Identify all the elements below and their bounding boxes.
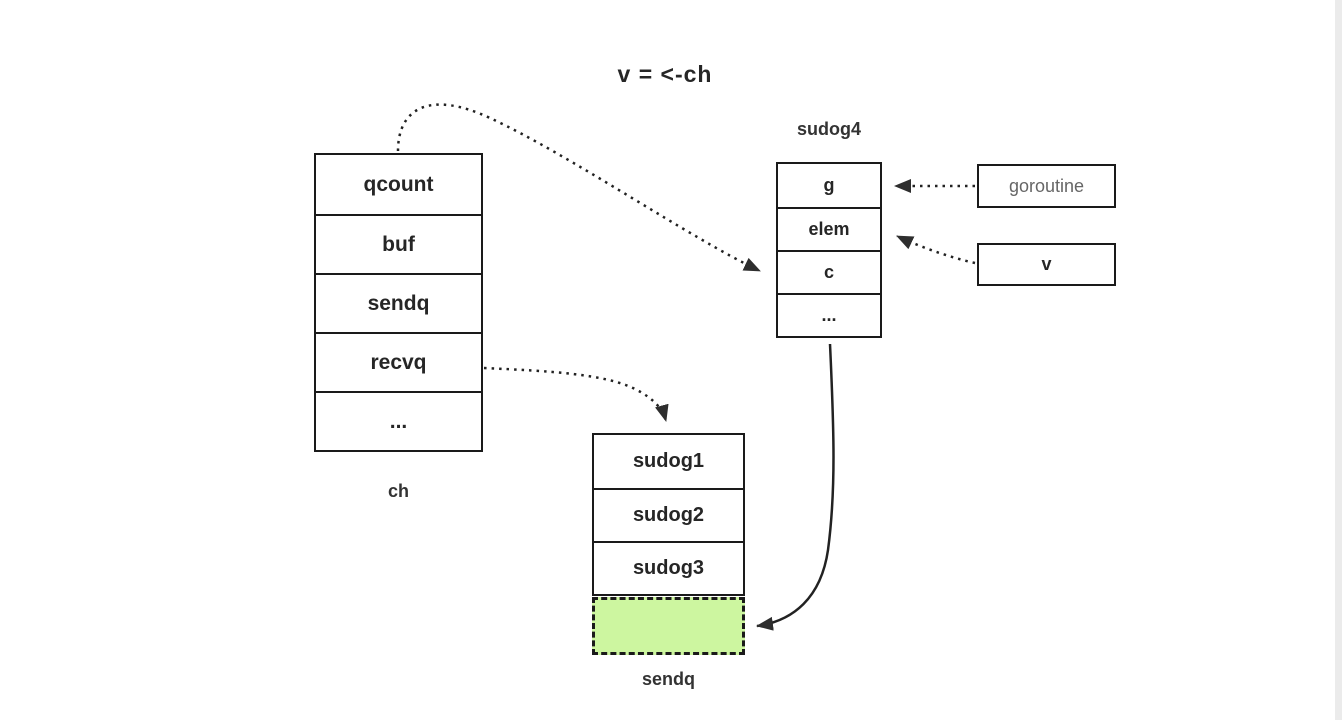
sendq-cell-sudog3: sudog3 [594, 541, 743, 594]
diagram-title: v = <-ch [617, 61, 713, 87]
ch-cell-sendq: sendq [316, 273, 481, 332]
arrow-ch-to-sudog4-c [396, 103, 761, 273]
ch-label: ch [387, 481, 409, 501]
v-box: v [977, 243, 1116, 286]
ch-cell-recvq: recvq [316, 332, 481, 391]
ch-cell-buf: buf [316, 214, 481, 273]
sudog4-label: sudog4 [796, 119, 861, 139]
sendq-highlight-slot [592, 597, 745, 655]
scrollbar-track[interactable] [1335, 0, 1342, 720]
sendq-label: sendq [641, 669, 695, 689]
ch-cell-qcount: qcount [363, 172, 434, 196]
sudog4-cell-ellipsis: ... [778, 293, 880, 336]
sendq-cell-sudog1: sudog1 [632, 450, 705, 472]
sudog4-cell-c: c [778, 250, 880, 293]
ch-struct: qcount buf sendq recvq ... [314, 153, 483, 452]
sendq-list: sudog1 sudog2 sudog3 [592, 433, 745, 596]
ch-cell-ellipsis: ... [316, 391, 481, 450]
sendq-cell-sudog2: sudog2 [594, 488, 743, 541]
sudog4-cell-elem: elem [778, 207, 880, 250]
goroutine-box: goroutine [977, 164, 1116, 208]
sudog4-struct: g elem c ... [776, 162, 882, 338]
arrow-recvq-to-sudog1 [483, 366, 669, 422]
arrow-v-to-elem [896, 234, 976, 265]
sudog4-cell-g: g [823, 175, 835, 195]
arrow-sudog4-to-sendq-slot [756, 343, 835, 631]
